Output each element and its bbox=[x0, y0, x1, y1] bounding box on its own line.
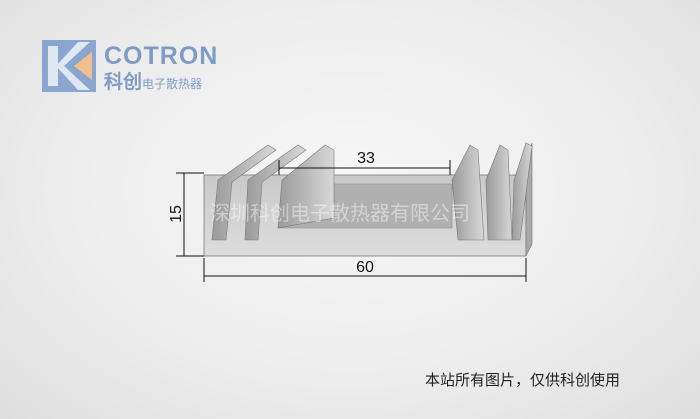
brand-cn-main: 科创 bbox=[104, 71, 143, 93]
brand-cn-sub: 电子散热器 bbox=[142, 77, 203, 91]
brand-name-cn: 科创电子散热器 bbox=[104, 67, 202, 94]
watermark: 深圳科创电子散热器有限公司 bbox=[210, 201, 470, 225]
left-fins bbox=[211, 144, 335, 241]
brand-name-en: COTRON bbox=[104, 42, 219, 70]
right-fins bbox=[451, 142, 533, 241]
dimension-gap: 33 bbox=[357, 150, 375, 167]
usage-notice: 本站所有图片，仅供科创使用 bbox=[425, 371, 621, 389]
dimension-height: 15 bbox=[168, 205, 185, 223]
dimension-width: 60 bbox=[356, 259, 374, 276]
cotron-logo-icon bbox=[42, 40, 96, 92]
